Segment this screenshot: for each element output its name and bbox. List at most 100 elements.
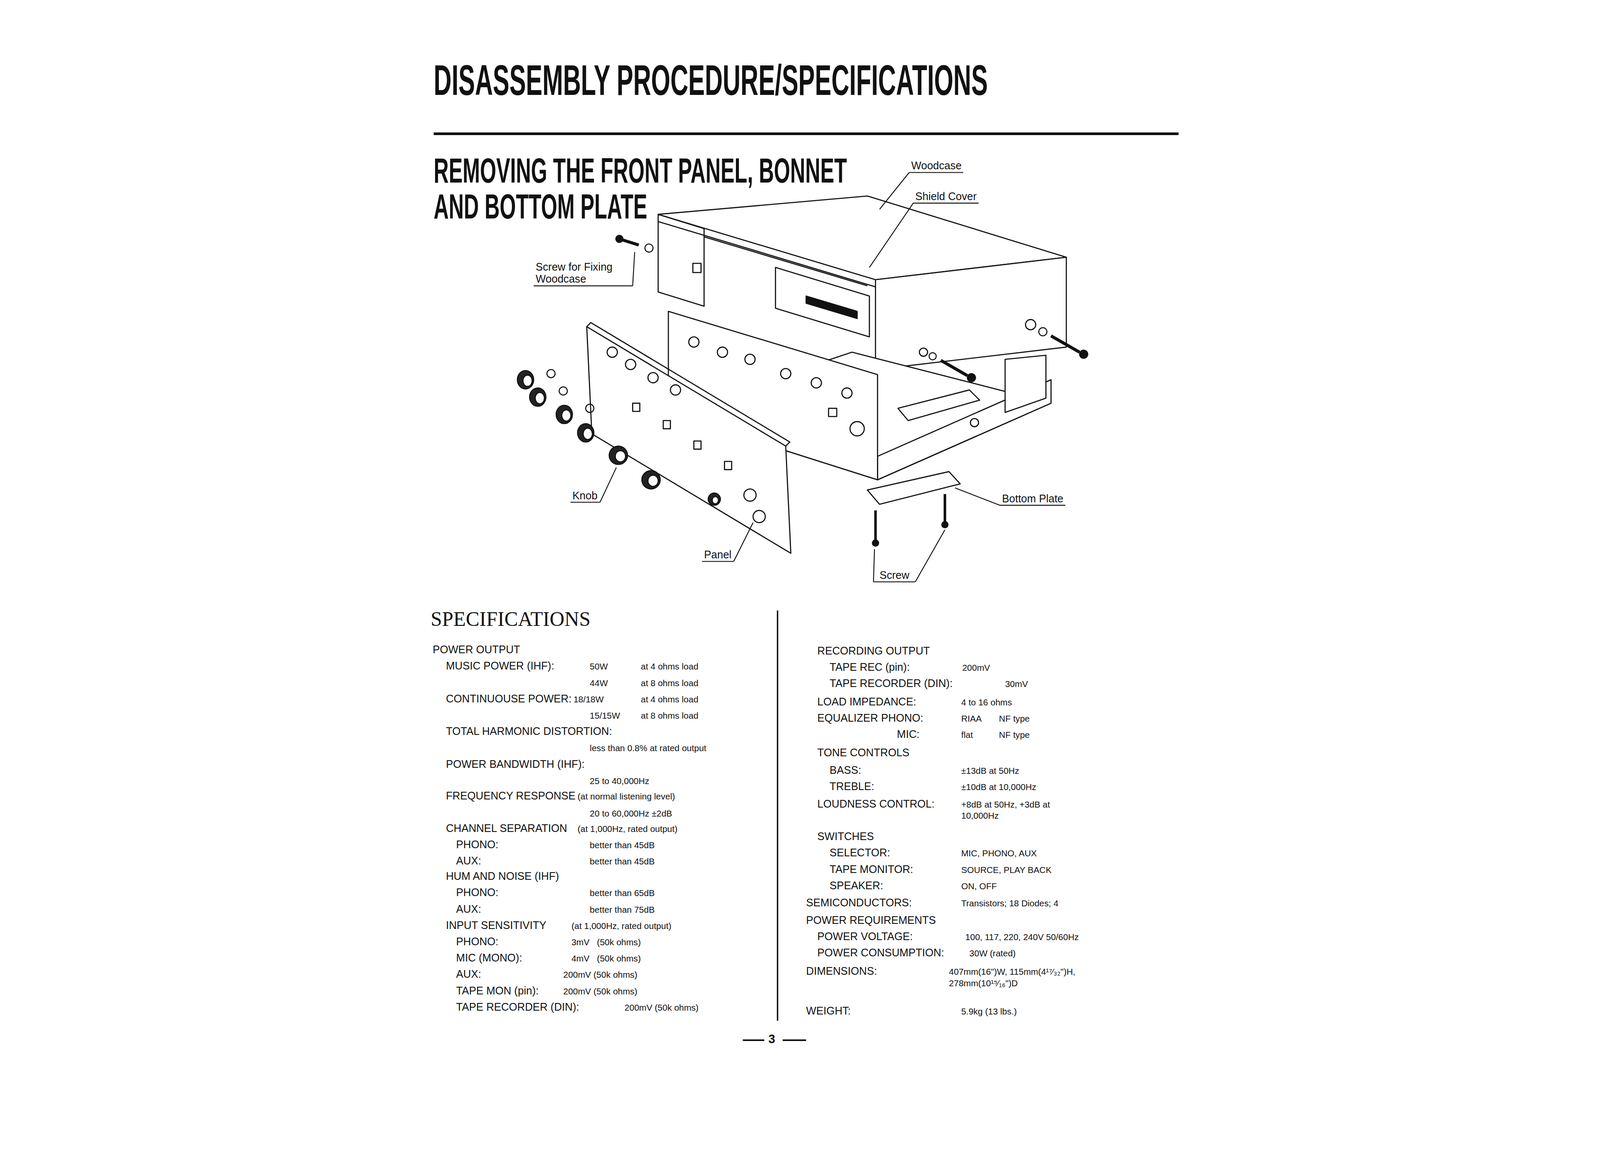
spec-name: PHONO: <box>455 934 499 948</box>
knob-symbol <box>583 428 593 440</box>
spec-value: at 4 ohms load <box>641 694 699 705</box>
underline <box>1000 504 1066 506</box>
spec-value: 30mV <box>1005 678 1029 690</box>
front-panel <box>632 402 640 412</box>
underline <box>913 202 979 204</box>
spec-value: 4mV <box>571 952 590 964</box>
front-panel <box>586 322 790 447</box>
spec-value: at 8 ohms load <box>641 677 699 689</box>
spec-name: POWER CONSUMPTION: <box>817 945 945 959</box>
spec-name: FREQUENCY RESPONSE <box>445 788 576 802</box>
spec-value: SOURCE, PLAY BACK <box>961 864 1052 875</box>
spec-value: ±10dB at 10,000Hz <box>961 781 1037 793</box>
leader-line <box>873 549 875 582</box>
bottom-plate <box>874 510 877 542</box>
chassis <box>688 336 700 348</box>
woodcase <box>805 295 857 319</box>
front-panel <box>607 347 618 358</box>
spec-name: TAPE REC (pin): <box>829 660 910 673</box>
spec-value: 4 to 16 ohms <box>961 697 1012 708</box>
spec-name: EQUALIZER PHONO: <box>817 711 924 724</box>
chassis <box>970 418 979 427</box>
knob-symbol <box>585 404 595 413</box>
section-heading: REMOVING THE FRONT PANEL, BONNET AND BOT… <box>433 152 871 225</box>
leader-line <box>879 172 909 210</box>
part-label: Panel <box>704 547 732 561</box>
spec-name: WEIGHT: <box>805 1004 851 1017</box>
spec-name: DIMENSIONS: <box>805 964 877 977</box>
spec-value: ±13dB at 50Hz <box>961 765 1020 777</box>
front-panel <box>586 326 792 553</box>
chassis <box>744 354 756 365</box>
chassis <box>811 377 822 388</box>
spec-name: TAPE MONITOR: <box>829 862 913 875</box>
spec-name: CHANNEL SEPARATION <box>445 821 568 834</box>
spec-name: BASS: <box>829 763 862 776</box>
knob-symbol <box>712 496 719 504</box>
spec-name: TOTAL HARMONIC DISTORTION: <box>445 724 612 737</box>
spec-value: NF type <box>999 713 1030 724</box>
knob-symbol <box>535 392 545 404</box>
spec-value: 200mV (50k ohms) <box>624 1002 699 1013</box>
knob-symbol <box>558 386 568 395</box>
spec-name: TREBLE: <box>829 779 875 792</box>
spec-value: 50W <box>589 661 608 672</box>
knob-symbol <box>555 405 573 424</box>
spec-name: SPEAKER: <box>829 878 883 892</box>
spec-name: MUSIC POWER (IHF): <box>445 658 555 672</box>
leader-lines <box>533 172 1066 582</box>
spec-name: HUM AND NOISE (IHF) <box>445 869 559 882</box>
spec-value: MIC, PHONO, AUX <box>961 847 1037 859</box>
front-panel <box>663 420 671 429</box>
screw-symbol <box>929 352 937 360</box>
spec-value: at 8 ohms load <box>641 710 699 721</box>
woodcase <box>775 267 870 337</box>
spec-name: POWER REQUIREMENTS <box>805 913 936 926</box>
knob-symbol <box>647 475 659 487</box>
knob-symbol <box>641 470 661 489</box>
knob-symbol <box>517 369 721 506</box>
spec-value: at 4 ohms load <box>641 661 699 672</box>
spec-value: 30W (rated) <box>969 947 1016 959</box>
spec-name: MIC (MONO): <box>455 950 523 964</box>
spec-value: (at 1,000Hz, rated output) <box>577 823 678 835</box>
bottom-plate <box>941 521 948 528</box>
knob-symbol <box>529 387 546 406</box>
front-panel <box>694 441 702 450</box>
part-label: Screw <box>879 568 910 581</box>
page-rule <box>782 1038 806 1041</box>
spec-name: POWER BANDWIDTH (IHF): <box>445 757 585 770</box>
spec-value: Transistors; 18 Diodes; 4 <box>961 897 1059 909</box>
spec-name: RECORDING OUTPUT <box>817 644 930 657</box>
spec-name: TAPE MON (pin): <box>455 983 539 997</box>
leader-line <box>869 202 914 268</box>
screw-symbol <box>941 360 968 376</box>
spec-value: better than 45dB <box>589 839 655 851</box>
underline <box>533 285 633 286</box>
spec-name: INPUT SENSITIVITY <box>445 918 547 931</box>
underline <box>908 171 964 173</box>
chassis <box>897 389 980 421</box>
screw-symbol <box>1038 327 1048 336</box>
spec-value: better than 65dB <box>589 887 655 899</box>
knob-symbol <box>517 370 534 389</box>
front-panel <box>647 372 659 383</box>
spec-name: POWER OUTPUT <box>432 642 521 656</box>
bottom-plate <box>867 471 961 546</box>
spec-name: PHONO: <box>455 837 499 850</box>
knob-symbol <box>708 492 721 506</box>
woodcase <box>919 347 928 356</box>
spec-name: POWER VOLTAGE: <box>817 929 913 942</box>
chassis <box>1005 355 1047 413</box>
bottom-plate <box>867 471 961 504</box>
section-heading: SPECIFICATIONS <box>430 607 591 630</box>
part-label: Knob <box>572 488 598 502</box>
screw-symbol <box>644 244 653 253</box>
spec-value: RIAA <box>961 713 982 724</box>
woodcase <box>658 221 876 287</box>
spec-name: AUX: <box>455 902 482 915</box>
spec-value: 200mV <box>962 662 991 674</box>
screw-symbol <box>622 239 639 245</box>
leader-line <box>600 467 617 503</box>
